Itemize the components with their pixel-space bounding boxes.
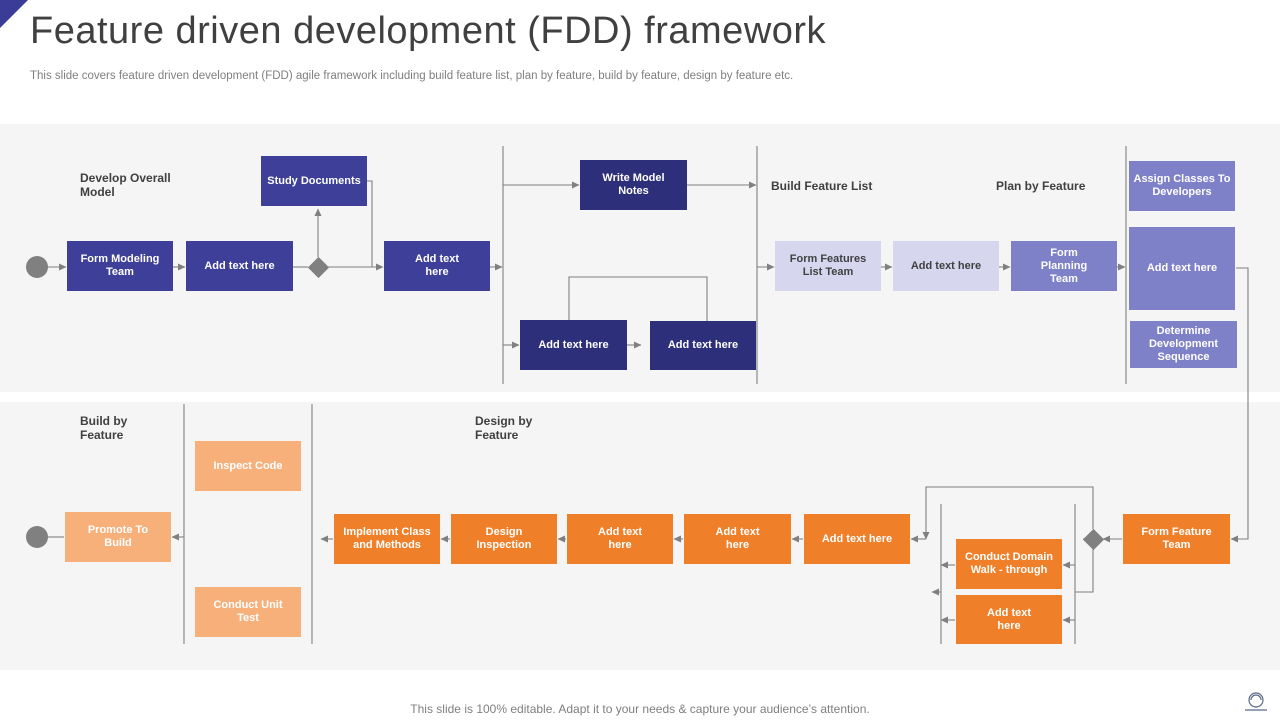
box-add-text-3: Add text here: [520, 320, 627, 370]
box-conduct-domain-walk: Conduct Domain Walk - through: [956, 539, 1062, 589]
box-promote-to-build: Promote To Build: [65, 512, 171, 562]
box-add-text-8: Add text here: [804, 514, 910, 564]
box-write-model-notes: Write Model Notes: [580, 160, 687, 210]
label-develop-overall-model: Develop Overall Model: [80, 171, 171, 199]
box-study-documents: Study Documents: [261, 156, 367, 206]
box-add-text-9: Add text here: [684, 514, 791, 564]
box-form-features-list-team: Form Features List Team: [775, 241, 881, 291]
box-add-text-1: Add text here: [186, 241, 293, 291]
box-add-text-5: Add text here: [893, 241, 999, 291]
box-add-text-7: Add text here: [956, 595, 1062, 644]
label-plan-by-feature: Plan by Feature: [996, 179, 1086, 193]
label-build-by-feature-text: Build by Feature: [80, 414, 128, 442]
end-node: [26, 526, 48, 548]
label-build-feature-list: Build Feature List: [771, 179, 873, 193]
page-subtitle: This slide covers feature driven develop…: [30, 70, 794, 82]
box-add-text-4: Add text here: [650, 321, 756, 370]
box-form-modeling-team: Form Modeling Team: [67, 241, 173, 291]
box-conduct-unit-test: Conduct Unit Test: [195, 587, 301, 637]
label-design-by-feature: Design by Feature: [475, 414, 565, 442]
box-add-text-10: Add text here: [567, 514, 673, 564]
box-design-inspection: Design Inspection: [451, 514, 557, 564]
page-title: Feature driven development (FDD) framewo…: [30, 10, 827, 52]
box-inspect-code: Inspect Code: [195, 441, 301, 491]
box-form-feature-team: Form Feature Team: [1123, 514, 1230, 564]
corner-accent: [0, 0, 28, 28]
box-implement-class: Implement Class and Methods: [334, 514, 440, 564]
logo-icon: [1245, 692, 1267, 711]
label-design-by-feature-text: Design by Feature: [475, 414, 533, 442]
footer-note: This slide is 100% editable. Adapt it to…: [410, 702, 870, 716]
label-build-by-feature: Build by Feature: [80, 414, 170, 442]
box-add-text-6: Add text here: [1129, 227, 1235, 310]
box-form-planning-team: Form Planning Team: [1011, 241, 1117, 291]
box-determine-sequence: Determine Development Sequence: [1130, 321, 1237, 368]
box-assign-classes: Assign Classes To Developers: [1129, 161, 1235, 211]
box-add-text-2: Add text here: [384, 241, 490, 291]
start-node: [26, 256, 48, 278]
